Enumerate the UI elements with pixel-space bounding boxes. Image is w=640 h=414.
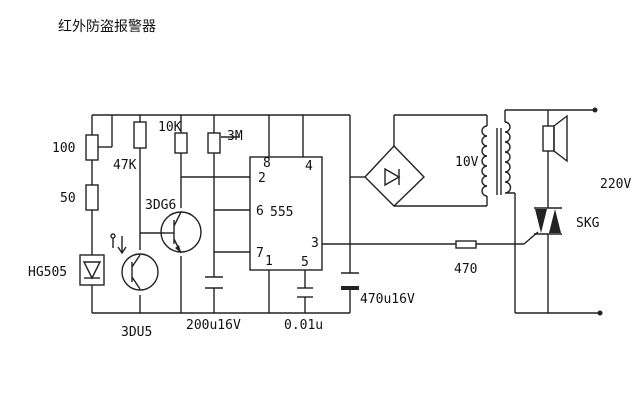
ic-pin-7: 7 — [256, 246, 264, 261]
label-secondary-voltage: 10V — [455, 155, 479, 170]
ic-pin-6: 6 — [256, 204, 264, 219]
infrared-led — [79, 254, 105, 286]
label-phototransistor: 3DU5 — [121, 325, 152, 340]
label-c-ctrl: 0.01u — [284, 318, 323, 333]
label-r-100: 100 — [52, 141, 75, 156]
resistor-47k — [133, 121, 147, 149]
resistor-10k — [174, 132, 188, 154]
resistor-470 — [455, 240, 477, 249]
ic-pin-3: 3 — [311, 236, 319, 251]
capacitor-200u — [205, 276, 223, 289]
ic-pin-4: 4 — [305, 159, 313, 174]
resistor-100 — [85, 134, 99, 161]
label-triac: SKG — [576, 216, 600, 231]
label-r-10k: 10K — [158, 120, 182, 135]
label-c-filter: 470u16V — [360, 292, 415, 307]
ic-pin-5: 5 — [301, 255, 309, 270]
label-led: HG505 — [28, 265, 67, 280]
ic-pin-8: 8 — [263, 156, 271, 171]
ic-pin-2: 2 — [258, 171, 266, 186]
mains-terminal-bottom — [597, 310, 603, 316]
label-r-47k: 47K — [113, 158, 137, 173]
label-r-50: 50 — [60, 191, 76, 206]
transistor-3dg6 — [160, 211, 202, 254]
diagram-title: 红外防盗报警器 — [58, 19, 156, 35]
label-transistor: 3DG6 — [145, 198, 176, 213]
circuit-wires — [91, 109, 600, 314]
label-ic-555: 555 — [270, 205, 293, 220]
label-r-3m: 3M — [227, 129, 243, 144]
mains-terminal-top — [592, 107, 598, 113]
bridge-rectifier — [364, 144, 425, 207]
capacitor-0.01u — [297, 287, 313, 298]
speaker — [542, 114, 568, 163]
triac — [523, 207, 562, 245]
transformer — [481, 121, 515, 197]
capacitor-470u — [341, 272, 359, 290]
ic-pin-1: 1 — [265, 254, 273, 269]
resistor-3m — [207, 132, 221, 154]
label-c-timing: 200u16V — [186, 318, 241, 333]
label-r-gate: 470 — [454, 262, 477, 277]
phototransistor — [110, 233, 159, 291]
resistor-50 — [85, 184, 99, 211]
label-mains-voltage: 220V — [600, 177, 631, 192]
ic-555-body — [249, 156, 323, 271]
